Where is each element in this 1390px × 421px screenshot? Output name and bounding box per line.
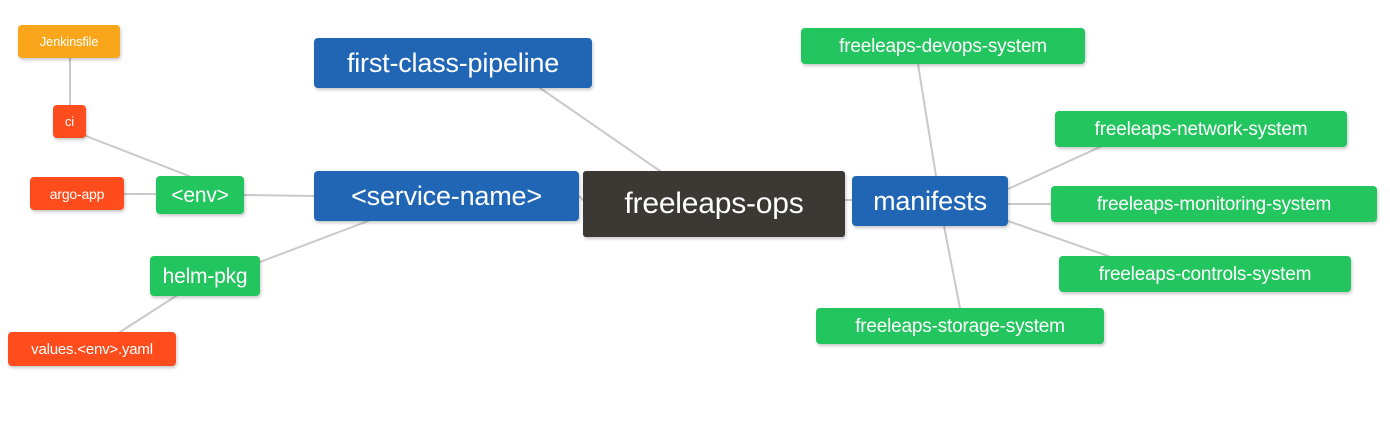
node-service-name[interactable]: <service-name> xyxy=(314,171,579,221)
edge-helm-pkg-to-values-yaml xyxy=(119,295,177,333)
node-argo-app[interactable]: argo-app xyxy=(30,177,124,210)
node-values-yaml[interactable]: values.<env>.yaml xyxy=(8,332,176,366)
node-env[interactable]: <env> xyxy=(156,176,244,214)
node-first-class-pipeline[interactable]: first-class-pipeline xyxy=(314,38,592,88)
edge-ci-to-env xyxy=(85,135,190,177)
edge-manifests-to-freeleaps-devops-system xyxy=(917,63,937,177)
node-ci[interactable]: ci xyxy=(53,105,86,138)
node-freeleaps-network-system[interactable]: freeleaps-network-system xyxy=(1055,111,1347,147)
node-freeleaps-devops-system[interactable]: freeleaps-devops-system xyxy=(801,28,1085,64)
edge-env-to-service-name xyxy=(243,194,315,197)
edge-first-class-pipeline-to-freeleaps-ops xyxy=(539,87,661,172)
edge-manifests-to-freeleaps-storage-system xyxy=(943,225,961,309)
node-jenkinsfile[interactable]: Jenkinsfile xyxy=(18,25,120,58)
node-freeleaps-controls-system[interactable]: freeleaps-controls-system xyxy=(1059,256,1351,292)
node-freeleaps-ops[interactable]: freeleaps-ops xyxy=(583,171,845,237)
node-helm-pkg[interactable]: helm-pkg xyxy=(150,256,260,296)
node-freeleaps-storage-system[interactable]: freeleaps-storage-system xyxy=(816,308,1104,344)
edge-service-name-to-helm-pkg xyxy=(259,220,369,263)
edge-manifests-to-freeleaps-controls-system xyxy=(1007,220,1109,257)
edge-manifests-to-freeleaps-network-system xyxy=(1007,146,1101,190)
node-manifests[interactable]: manifests xyxy=(852,176,1008,226)
node-freeleaps-monitoring-system[interactable]: freeleaps-monitoring-system xyxy=(1051,186,1377,222)
